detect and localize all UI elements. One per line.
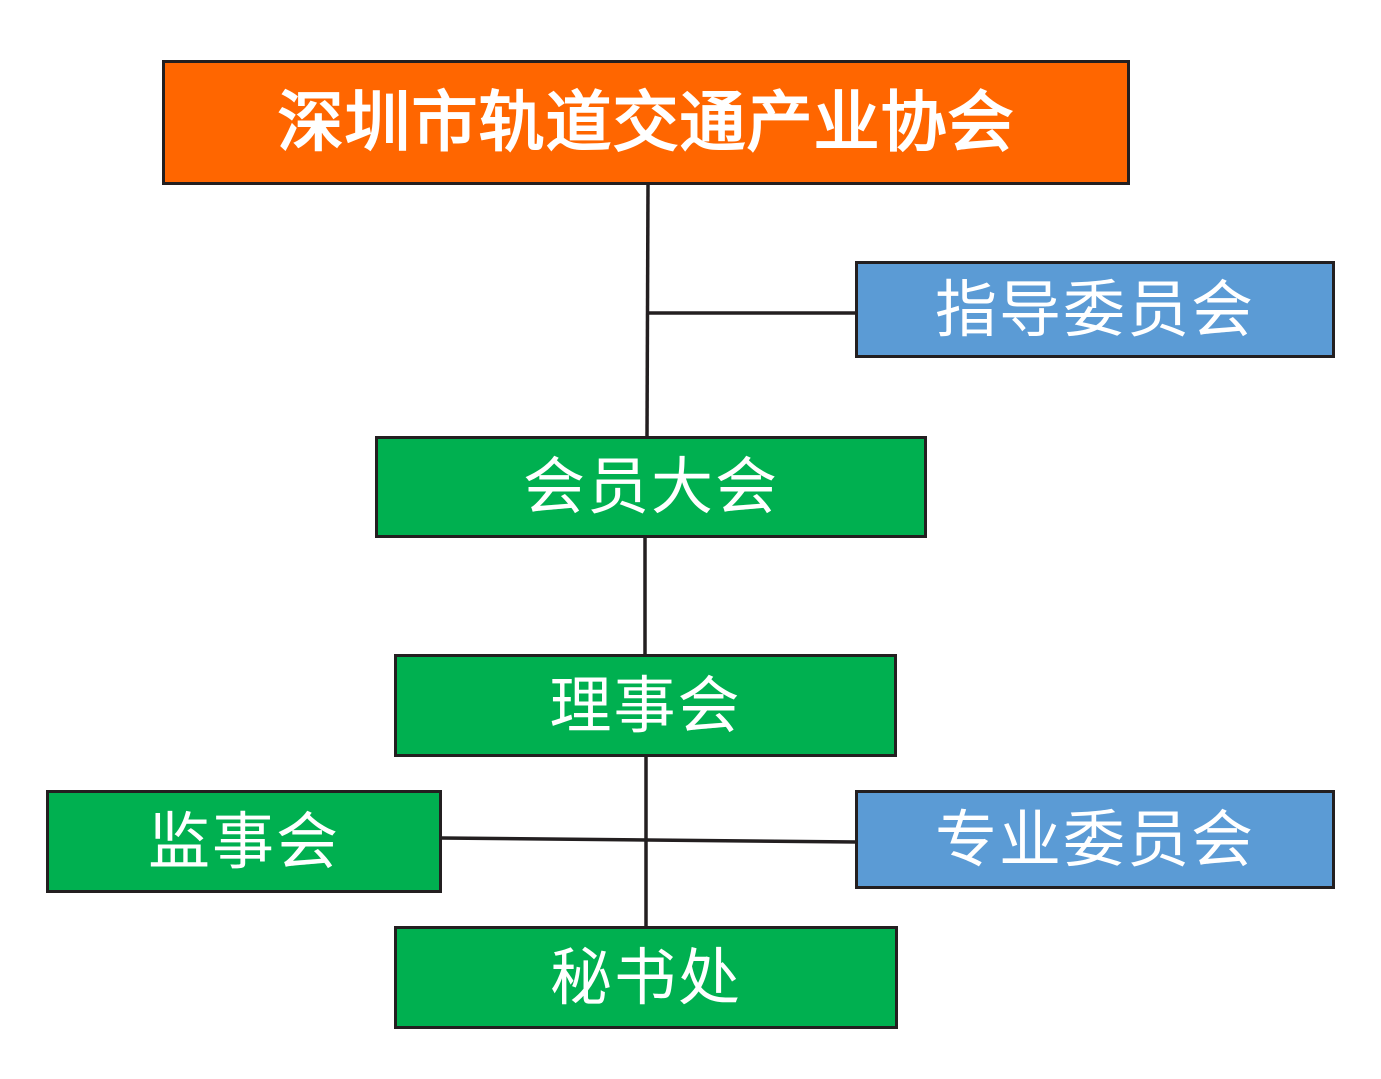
- guidance-committee-box: 指导委员会: [855, 261, 1335, 358]
- specialized-committees-label: 专业委员会: [934, 802, 1255, 876]
- general-assembly-box: 会员大会: [375, 436, 927, 538]
- general-assembly-label: 会员大会: [522, 450, 779, 523]
- secretariat-box: 秘书处: [394, 926, 898, 1029]
- connector-supervisory-to-specialized: [440, 836, 857, 844]
- guidance-committee-label: 指导委员会: [934, 272, 1255, 346]
- council-label: 理事会: [549, 668, 742, 742]
- org-root-box: 深圳市轨道交通产业协会: [162, 60, 1130, 185]
- secretariat-label: 秘书处: [549, 940, 742, 1014]
- specialized-committees-box: 专业委员会: [855, 790, 1335, 889]
- connector-root-to-assembly: [645, 183, 650, 438]
- supervisory-board-label: 监事会: [147, 804, 340, 878]
- council-box: 理事会: [394, 654, 897, 757]
- org-root-label: 深圳市轨道交通产业协会: [277, 83, 1015, 161]
- supervisory-board-box: 监事会: [46, 790, 442, 893]
